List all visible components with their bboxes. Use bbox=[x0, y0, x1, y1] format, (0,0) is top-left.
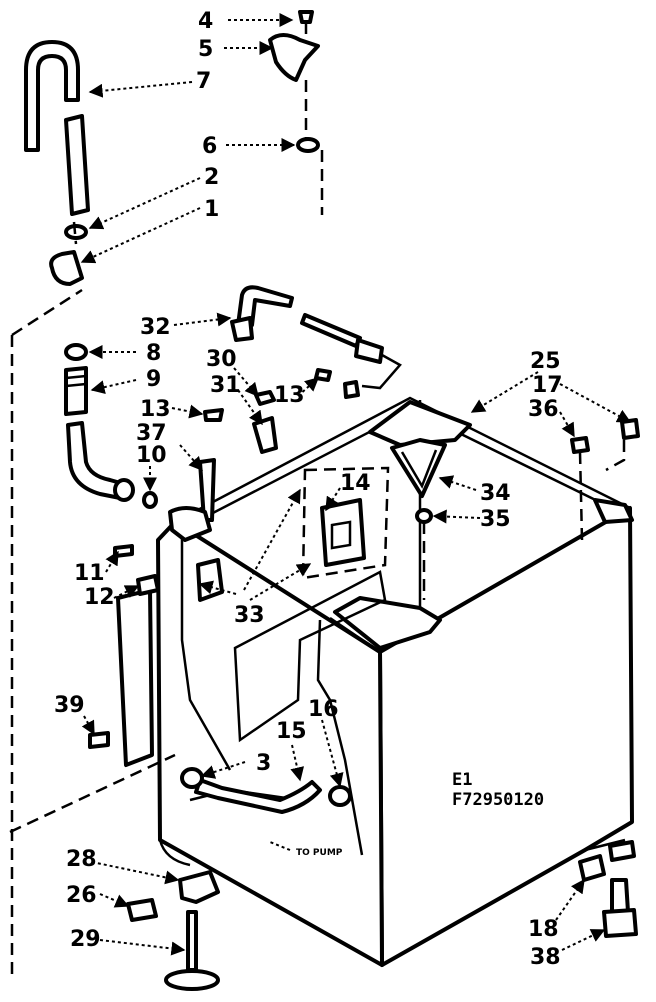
label-2: 2 bbox=[204, 165, 219, 190]
label-10: 10 bbox=[136, 443, 167, 468]
model-code-line1: E1 bbox=[452, 770, 472, 790]
cabinet bbox=[9, 396, 634, 967]
triangle-bracket-34 bbox=[390, 438, 447, 498]
label-32: 32 bbox=[140, 315, 171, 340]
label-35: 35 bbox=[480, 507, 511, 532]
washer-6 bbox=[296, 137, 320, 153]
label-37: 37 bbox=[136, 421, 167, 446]
label-26: 26 bbox=[66, 883, 97, 908]
clip-37 bbox=[198, 458, 216, 522]
label-39: 39 bbox=[54, 693, 85, 718]
nut-35 bbox=[415, 508, 433, 524]
label-13b: 13 bbox=[274, 383, 305, 408]
label-33: 33 bbox=[234, 603, 265, 628]
leveling-foot-29 bbox=[164, 910, 220, 991]
leveling-foot-38 bbox=[602, 878, 638, 938]
leader-lines bbox=[80, 13, 632, 956]
label-11: 11 bbox=[74, 561, 105, 586]
label-17: 17 bbox=[532, 373, 563, 398]
label-36: 36 bbox=[528, 397, 559, 422]
hose-elbow bbox=[66, 421, 135, 502]
clamp-5 bbox=[268, 33, 320, 82]
label-4: 4 bbox=[198, 9, 213, 34]
label-30: 30 bbox=[206, 347, 237, 372]
label-31: 31 bbox=[210, 373, 241, 398]
label-5: 5 bbox=[198, 37, 213, 62]
label-38: 38 bbox=[530, 945, 561, 970]
spring-9 bbox=[64, 366, 88, 416]
label-3: 3 bbox=[256, 751, 271, 776]
bracket-assembly bbox=[203, 368, 360, 454]
label-6: 6 bbox=[202, 134, 217, 159]
part-labels: 4 5 7 6 2 1 32 8 9 30 31 13 13 37 10 14 … bbox=[54, 9, 563, 970]
clip-26 bbox=[126, 898, 158, 922]
label-29: 29 bbox=[70, 927, 101, 952]
to-pump-note: TO PUMP bbox=[296, 848, 343, 858]
vertical-dashed-top bbox=[304, 80, 324, 215]
model-code-line2: F72950120 bbox=[452, 790, 544, 810]
hose-assembly bbox=[24, 40, 90, 286]
label-25: 25 bbox=[530, 349, 561, 374]
bracket-18 bbox=[578, 840, 636, 882]
leg-bracket-28 bbox=[178, 870, 220, 904]
label-1: 1 bbox=[204, 197, 219, 222]
screw-36 bbox=[570, 436, 590, 454]
fastener-10 bbox=[142, 491, 158, 509]
label-15: 15 bbox=[276, 719, 307, 744]
label-16: 16 bbox=[308, 697, 339, 722]
cap-8 bbox=[64, 343, 88, 361]
label-12: 12 bbox=[84, 585, 115, 610]
dashed-box-14 bbox=[301, 466, 390, 580]
label-7: 7 bbox=[196, 69, 211, 94]
pressure-switch-hose-32 bbox=[230, 285, 402, 390]
label-28: 28 bbox=[66, 847, 97, 872]
label-14: 14 bbox=[340, 471, 371, 496]
left-door-panel bbox=[88, 506, 224, 767]
label-34: 34 bbox=[480, 481, 511, 506]
label-18: 18 bbox=[528, 917, 559, 942]
axis-line-top bbox=[11, 288, 83, 337]
screw-17 bbox=[620, 418, 640, 440]
screw-4 bbox=[298, 10, 314, 34]
label-8: 8 bbox=[146, 341, 161, 366]
label-9: 9 bbox=[146, 367, 161, 392]
label-13a: 13 bbox=[140, 397, 171, 422]
